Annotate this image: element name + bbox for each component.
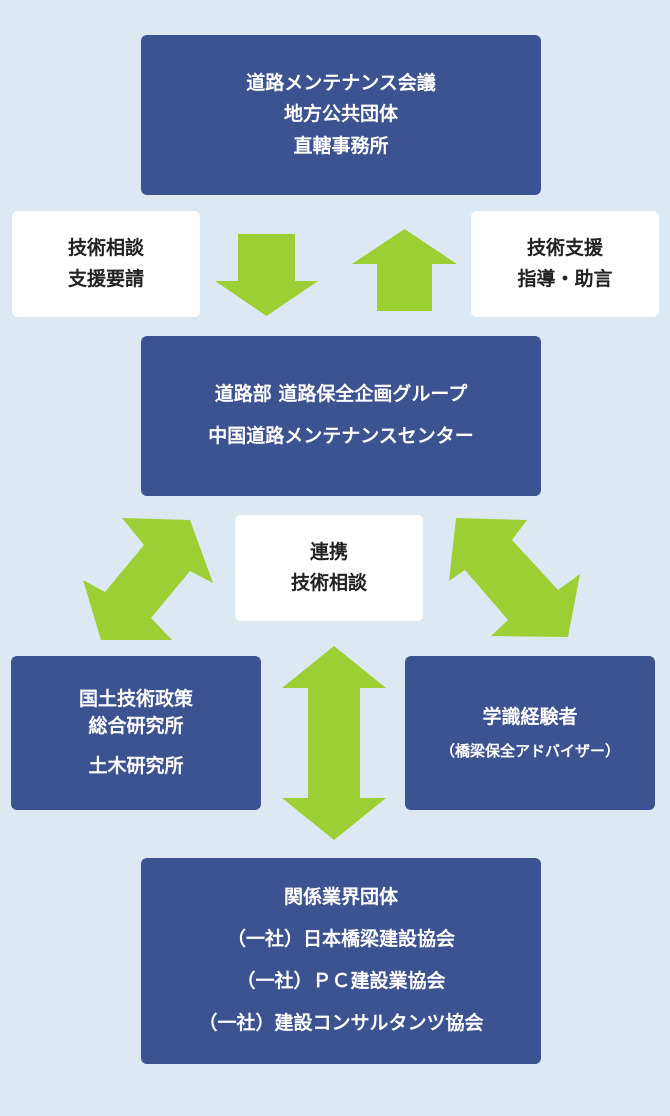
experts-line-2: （橋梁保全アドバイザー）	[439, 742, 620, 761]
industry-associations-box: 関係業界団体 （一社）日本橋梁建設協会 （一社）ＰＣ建設業協会 （一社）建設コン…	[141, 858, 541, 1064]
nilim-line-3: 土木研究所	[88, 754, 184, 777]
top-line-1: 道路メンテナンス会議	[246, 71, 436, 94]
nilim-line-2: 総合研究所	[88, 715, 184, 738]
tech-support-box: 技術支援 指導・助言	[471, 211, 659, 317]
center-line-2: 中国道路メンテナンスセンター	[208, 425, 474, 447]
consult-request-box: 技術相談 支援要請	[12, 211, 200, 317]
double-arrow-vertical-icon	[282, 646, 386, 840]
road-maintenance-council-box: 道路メンテナンス会議 地方公共団体 直轄事務所	[141, 35, 541, 195]
double-arrow-right-diagonal-icon	[449, 518, 580, 637]
consult-request-line-2: 支援要請	[67, 268, 144, 290]
cooperation-box: 連携 技術相談	[235, 515, 423, 621]
maintenance-center-box: 道路部 道路保全企画グループ 中国道路メンテナンスセンター	[141, 336, 541, 496]
industry-line-3: （一社）ＰＣ建設業協会	[236, 970, 446, 992]
consult-request-line-1: 技術相談	[67, 236, 144, 259]
experts-line-1: 学識経験者	[482, 705, 578, 728]
industry-line-4: （一社）建設コンサルタンツ協会	[198, 1011, 484, 1034]
industry-line-2: （一社）日本橋梁建設協会	[226, 928, 455, 951]
cooperation-line-2: 技術相談	[290, 572, 367, 594]
top-line-3: 直轄事務所	[293, 134, 389, 157]
top-line-2: 地方公共団体	[283, 103, 398, 126]
experts-box: 学識経験者 （橋梁保全アドバイザー）	[405, 656, 655, 810]
research-institute-box: 国土技術政策 総合研究所 土木研究所	[11, 656, 261, 810]
arrow-up-icon	[352, 229, 457, 311]
industry-line-1: 関係業界団体	[283, 886, 398, 909]
center-line-1: 道路部 道路保全企画グループ	[214, 383, 468, 406]
double-arrow-left-diagonal-icon	[83, 518, 213, 640]
nilim-line-1: 国土技術政策	[78, 687, 193, 710]
tech-support-line-1: 技術支援	[526, 236, 603, 259]
tech-support-line-2: 指導・助言	[517, 268, 613, 290]
arrow-down-icon	[215, 234, 318, 316]
cooperation-line-1: 連携	[309, 540, 348, 563]
